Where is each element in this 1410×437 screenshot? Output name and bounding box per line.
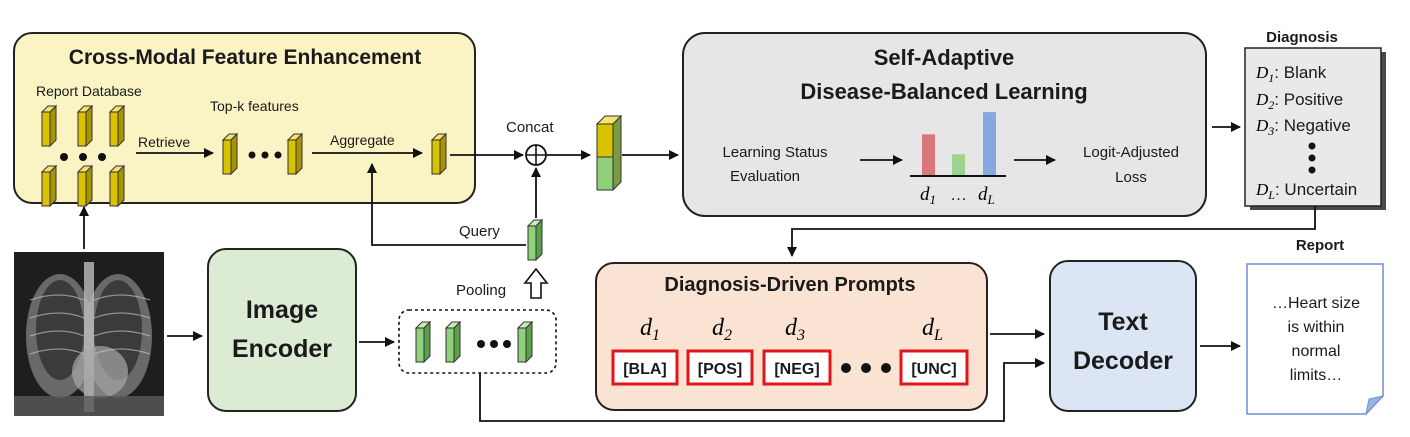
image-feature-cubes xyxy=(415,321,533,363)
image-features-group xyxy=(398,309,557,374)
image-encoder-line1: Image xyxy=(246,296,318,324)
query-label: Query xyxy=(459,223,500,240)
image-encoder-box xyxy=(207,248,357,412)
prompt-d2: d2 xyxy=(712,315,732,344)
report-page-curl-icon xyxy=(1365,395,1385,416)
query-to-aggregate-arrow xyxy=(367,163,526,246)
report-database-label: Report Database xyxy=(36,83,142,99)
query-feature-cube xyxy=(527,219,543,261)
balanced-learning-box xyxy=(682,32,1207,217)
learning-status-line1: Learning Status xyxy=(722,144,827,161)
frequency-bar-3 xyxy=(983,112,996,175)
text-decoder-line1: Text xyxy=(1098,308,1148,336)
token-bla: [BLA] xyxy=(623,361,667,378)
topk-cubes xyxy=(222,133,303,175)
concat-label: Concat xyxy=(506,119,554,136)
text-decoder-line2: Decoder xyxy=(1073,347,1173,375)
report-database-cubes xyxy=(41,105,125,207)
logit-loss-line2: Loss xyxy=(1115,169,1147,186)
prompt-dL: dL xyxy=(922,315,943,344)
token-neg: [NEG] xyxy=(774,361,819,378)
features-to-decoder-arrow xyxy=(479,358,1045,422)
report-line-1: …Heart size xyxy=(1272,295,1360,312)
frequency-bar-1 xyxy=(922,134,935,175)
token-ellipsis-dots xyxy=(841,363,891,373)
report-line-3: normal xyxy=(1292,343,1341,360)
token-pos-box xyxy=(686,349,754,386)
image-encoder-line2: Encoder xyxy=(232,335,332,363)
diagnosis-ellipsis-dots xyxy=(1308,142,1316,174)
aggregate-label: Aggregate xyxy=(330,132,395,148)
pooling-arrow-icon xyxy=(523,267,549,299)
cross-modal-title: Cross-Modal Feature Enhancement xyxy=(69,46,421,69)
retrieve-label: Retrieve xyxy=(138,134,190,150)
balanced-learning-title-line2: Disease-Balanced Learning xyxy=(800,79,1087,104)
diagnosis-item-2: D2: Positive xyxy=(1255,90,1343,112)
report-title: Report xyxy=(1296,237,1344,254)
token-pos: [POS] xyxy=(698,361,742,378)
topk-label: Top-k features xyxy=(210,98,299,114)
token-neg-box xyxy=(762,349,832,386)
prompts-title: Diagnosis-Driven Prompts xyxy=(664,274,915,296)
text-decoder-box xyxy=(1049,260,1197,412)
balanced-learning-title-line1: Self-Adaptive xyxy=(874,45,1015,70)
pooling-label: Pooling xyxy=(456,282,506,299)
diagnosis-title: Diagnosis xyxy=(1266,29,1338,46)
report-line-4: limits… xyxy=(1290,367,1342,384)
token-unc: [UNC] xyxy=(911,361,956,378)
diagnosis-item-L: DL: Uncertain xyxy=(1255,180,1357,202)
token-bla-box xyxy=(611,349,679,386)
class-frequency-bars xyxy=(922,112,996,175)
aggregated-feature-cube xyxy=(431,133,447,175)
prompt-d3: d3 xyxy=(785,315,805,344)
bar-label-dL: dL xyxy=(978,184,995,207)
diagnosis-item-1: D1: Blank xyxy=(1255,63,1327,85)
report-document xyxy=(1246,263,1384,415)
concat-operator xyxy=(525,144,547,166)
report-line-2: is within xyxy=(1288,319,1345,336)
frequency-bar-2 xyxy=(952,154,965,175)
concatenated-feature-cube xyxy=(595,114,623,192)
prompt-d1: d1 xyxy=(640,315,660,344)
diagnosis-to-prompts-arrow xyxy=(787,206,1316,257)
bar-label-d1: d1 xyxy=(920,184,936,207)
learning-status-line2: Evaluation xyxy=(730,168,800,185)
logit-loss-line1: Logit-Adjusted xyxy=(1083,144,1179,161)
diagnosis-item-3: D3: Negative xyxy=(1255,116,1351,138)
diagnosis-box xyxy=(1244,47,1382,207)
cross-modal-box xyxy=(13,32,476,204)
bar-label-dots: … xyxy=(950,185,967,204)
token-unc-box xyxy=(899,349,969,386)
chest-xray-image xyxy=(14,252,164,416)
